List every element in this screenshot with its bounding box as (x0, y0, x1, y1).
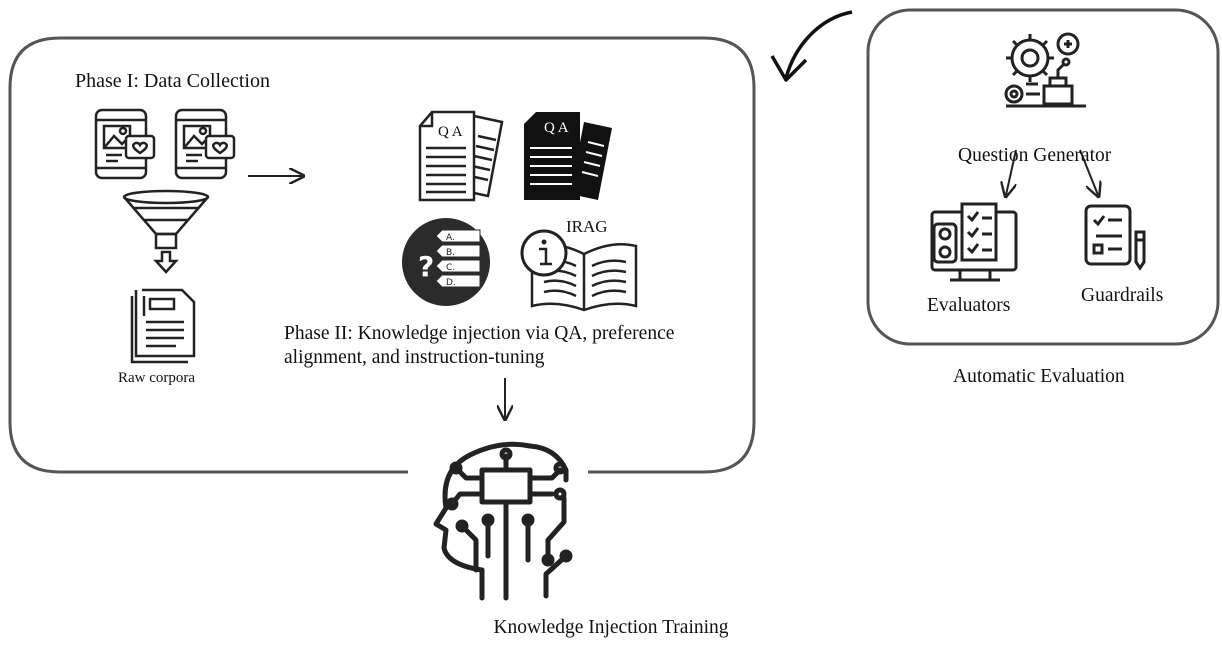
qa-document-dark-label: Q A (544, 120, 569, 136)
info-book-icon (520, 229, 638, 312)
raw-corpora-document-icon (130, 288, 196, 364)
evaluators-icon (930, 202, 1018, 282)
training-container (8, 36, 756, 474)
funnel-icon (122, 189, 210, 274)
phase2-line2: alignment, and instruction-tuning (284, 347, 545, 368)
guardrails-checklist-icon (1084, 204, 1146, 271)
phone-social-icon-2 (174, 108, 236, 180)
arrow-qgen-to-evaluators (1006, 149, 1017, 195)
mcq-option-a: A. (446, 233, 455, 243)
feedback-arrow (784, 10, 853, 79)
knowledge-injection-training-label: Knowledge Injection Training (493, 617, 729, 638)
raw-corpora-label: Raw corpora (118, 370, 196, 386)
evaluation-container (866, 8, 1220, 346)
evaluators-label: Evaluators (927, 295, 1011, 316)
mcq-option-c: C. (446, 263, 455, 273)
guardrails-label: Guardrails (1081, 285, 1164, 306)
automatic-evaluation-label: Automatic Evaluation (953, 366, 1125, 387)
phone-social-icon-1 (94, 108, 156, 180)
arrow-qgen-to-guardrails (1079, 149, 1098, 195)
phase2-line1: Phase II: Knowledge injection via QA, pr… (284, 323, 675, 344)
phase1-title: Phase I: Data Collection (75, 70, 270, 92)
svg-text:?: ? (418, 250, 434, 283)
mcq-option-d: D. (446, 278, 456, 288)
phase2-description: Phase II: Knowledge injection via QA, pr… (284, 322, 674, 370)
qa-document-label: Q A (438, 124, 463, 140)
feedback-arrowhead (770, 55, 808, 82)
multiple-choice-question-icon: ? A. B. C. D. (402, 218, 490, 306)
irag-label: IRAG (566, 217, 608, 236)
qa-document-icon (418, 110, 504, 202)
brain-circuit-head-icon (433, 441, 573, 601)
mcq-option-b: B. (446, 248, 455, 258)
qa-document-dark-icon (524, 112, 612, 200)
gears-question-generator-icon (1004, 32, 1086, 108)
question-generator-label: Question Generator (958, 145, 1112, 166)
